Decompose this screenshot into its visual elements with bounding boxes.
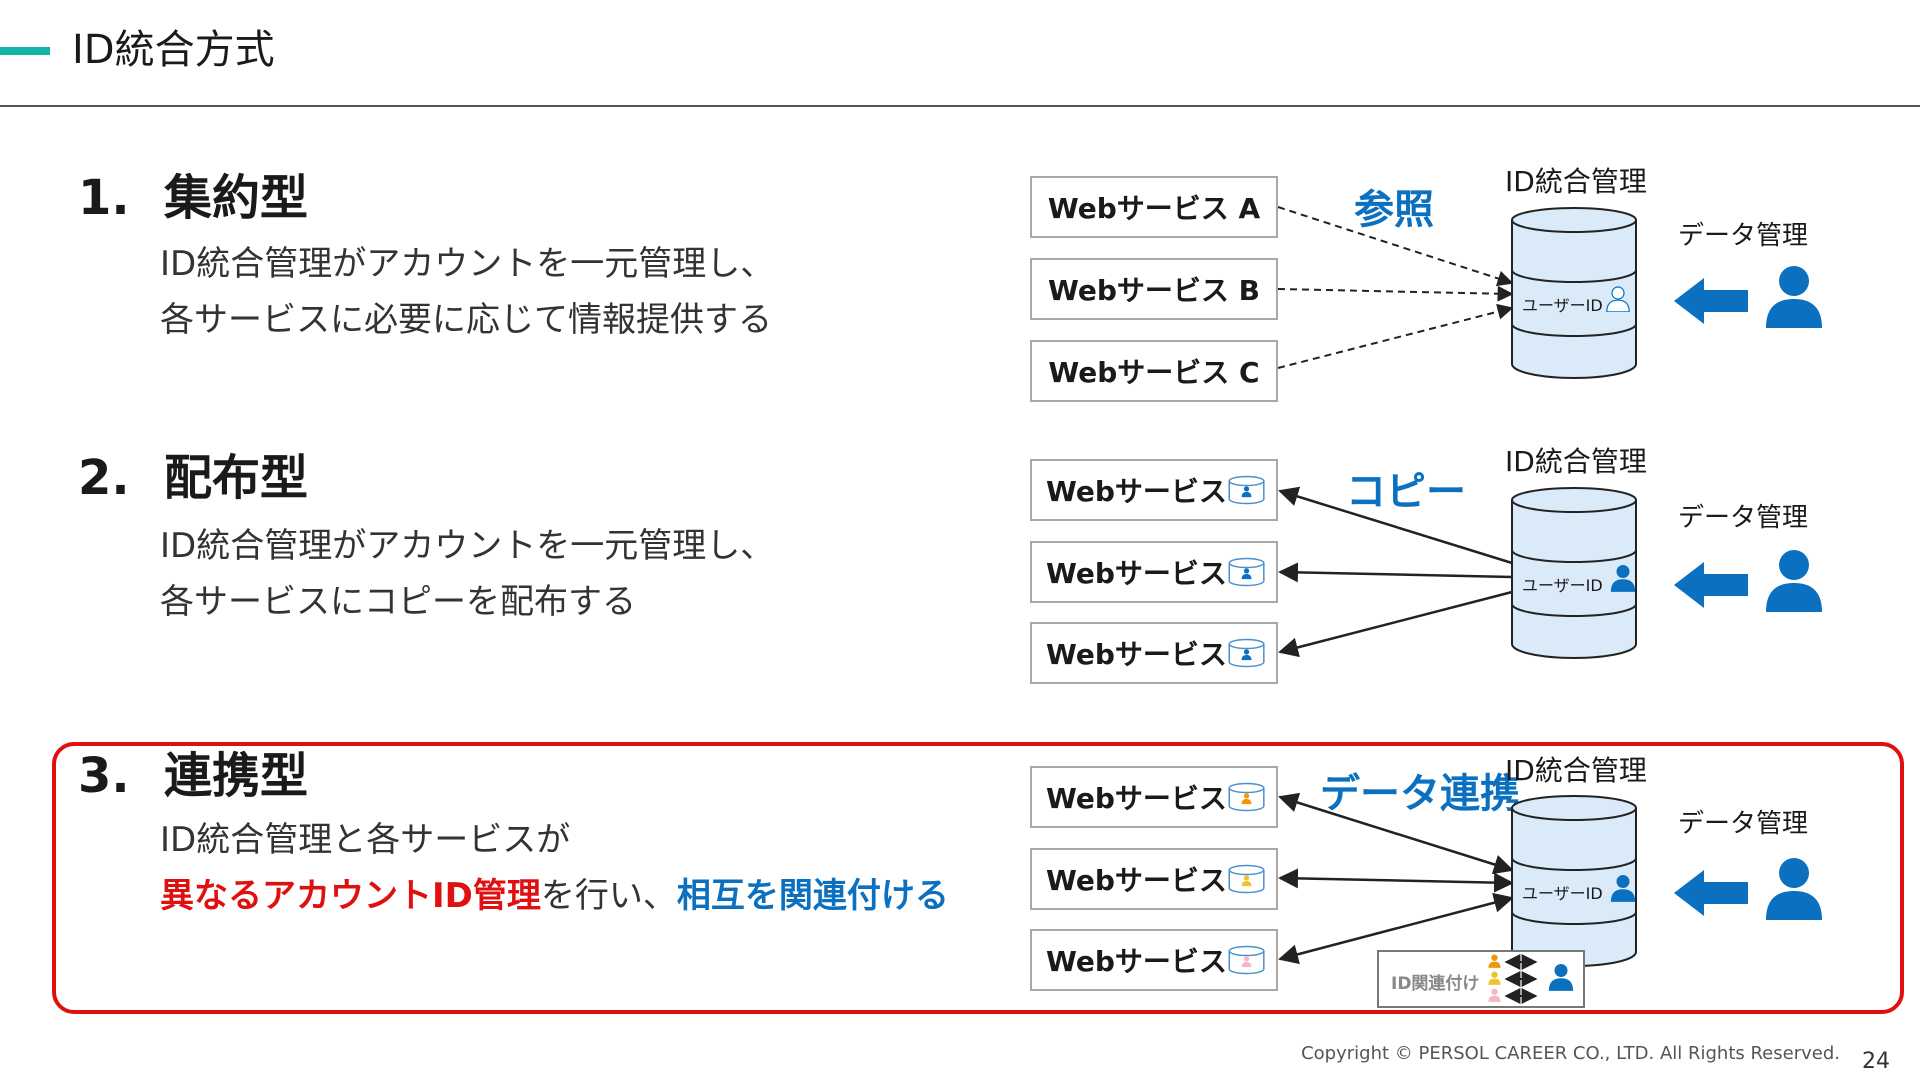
section-2-title: 配布型 <box>164 450 309 506</box>
web-service-label: Webサービス A <box>1047 192 1261 225</box>
web-service-label: Webサービス <box>1046 638 1227 671</box>
copy-arrow-2 <box>1278 562 1513 583</box>
mini-database-icon <box>1228 475 1265 505</box>
database-icon <box>1511 207 1637 379</box>
db-title: ID統合管理 <box>1505 165 1647 198</box>
section-3-title: 連携型 <box>164 748 309 804</box>
mini-database-icon <box>1228 638 1265 668</box>
web-service-box: Webサービス <box>1030 766 1278 828</box>
arrow-left-icon <box>1674 870 1748 916</box>
web-service-box-a: Webサービス A <box>1030 176 1278 238</box>
db-user-id-label: ユーザーID <box>1522 296 1603 315</box>
db-title: ID統合管理 <box>1505 754 1647 787</box>
user-icon <box>1766 550 1822 612</box>
section-1-desc-line-2: 各サービスに必要に応じて情報提供する <box>160 300 772 340</box>
relation-label-data-link: データ連携 <box>1320 771 1520 817</box>
web-service-label: Webサービス <box>1046 475 1227 508</box>
db-user-id-label: ユーザーID <box>1522 576 1603 595</box>
web-service-label: Webサービス <box>1046 557 1227 590</box>
web-service-box: Webサービス <box>1030 929 1278 991</box>
db-user-id-label: ユーザーID <box>1522 884 1603 903</box>
link-arrow-3 <box>1278 892 1514 965</box>
section-2-desc-line-1: ID統合管理がアカウントを一元管理し、 <box>160 526 775 566</box>
data-management-label: データ管理 <box>1678 809 1809 839</box>
section-3-emphasis-red: 異なるアカウントID管理 <box>160 876 541 916</box>
mini-database-icon <box>1228 945 1265 975</box>
ref-arrow-a <box>1277 206 1514 287</box>
data-management-label: データ管理 <box>1678 221 1809 251</box>
title-divider <box>0 105 1920 107</box>
user-icon <box>1548 964 1574 991</box>
section-3-number: 3. <box>78 748 130 804</box>
id-mapping-graphic <box>1488 954 1574 1004</box>
section-3-desc-line-2: 異なるアカウントID管理を行い、相互を関連付ける <box>160 868 949 924</box>
section-1-number: 1. <box>78 170 130 226</box>
copy-arrow-3 <box>1278 590 1513 658</box>
mini-database-icon <box>1228 782 1265 812</box>
web-service-label: Webサービス B <box>1047 274 1260 307</box>
ref-arrow-b <box>1277 285 1514 302</box>
web-service-label: Webサービス <box>1046 864 1227 897</box>
copy-arrow-1 <box>1278 486 1513 565</box>
relation-label-copy: コピー <box>1346 469 1466 515</box>
web-service-box: Webサービス <box>1030 459 1278 521</box>
relation-label-reference: 参照 <box>1354 187 1434 233</box>
user-icon <box>1766 266 1822 328</box>
arrow-left-icon <box>1674 278 1748 324</box>
web-service-box-c: Webサービス C <box>1030 340 1278 402</box>
web-service-label: Webサービス <box>1046 945 1227 978</box>
data-management-label: データ管理 <box>1678 503 1809 533</box>
section-3-desc-line-1: ID統合管理と各サービスが <box>160 820 571 860</box>
section-3-desc-mid: を行い、 <box>540 876 677 916</box>
user-icon <box>1488 971 1501 985</box>
id-mapping-label: ID関連付け <box>1391 974 1480 994</box>
section-2-number: 2. <box>78 450 130 506</box>
database-icon <box>1511 487 1637 659</box>
arrow-left-icon <box>1674 562 1748 608</box>
section-2-desc-line-2: 各サービスにコピーを配布する <box>160 582 636 622</box>
page-number: 24 <box>1862 1049 1890 1074</box>
link-arrow-2 <box>1278 868 1514 893</box>
web-service-box-b: Webサービス B <box>1030 258 1278 320</box>
web-service-box: Webサービス <box>1030 541 1278 603</box>
user-icon <box>1488 954 1501 968</box>
user-icon <box>1766 858 1822 920</box>
db-title: ID統合管理 <box>1505 445 1647 478</box>
web-service-box: Webサービス <box>1030 622 1278 684</box>
section-3-emphasis-blue: 相互を関連付ける <box>676 876 949 916</box>
section-1-title: 集約型 <box>164 170 309 226</box>
web-service-box: Webサービス <box>1030 848 1278 910</box>
id-mapping-box <box>1377 950 1585 1008</box>
page-title: ID統合方式 <box>72 27 275 73</box>
section-highlight-frame <box>52 742 1904 1014</box>
section-1-desc-line-1: ID統合管理がアカウントを一元管理し、 <box>160 244 775 284</box>
title-accent-bar <box>0 47 50 55</box>
mini-database-icon <box>1228 557 1265 587</box>
ref-arrow-c <box>1277 303 1514 369</box>
footer-copyright: Copyright © PERSOL CAREER CO., LTD. All … <box>1301 1043 1840 1064</box>
mini-database-icon <box>1228 864 1265 894</box>
link-arrow-1 <box>1278 792 1514 875</box>
web-service-label: Webサービス C <box>1048 356 1260 389</box>
web-service-label: Webサービス <box>1046 782 1227 815</box>
user-icon <box>1488 988 1501 1002</box>
